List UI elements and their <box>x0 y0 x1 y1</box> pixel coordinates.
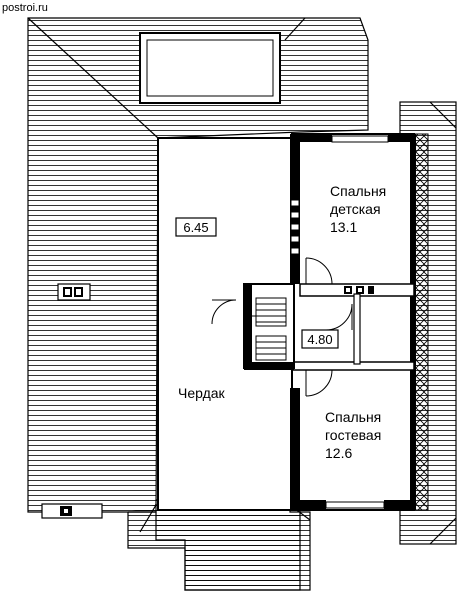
wall-bottom-1 <box>290 500 326 510</box>
wall-left-bedroom-lower <box>290 388 300 510</box>
right-cross-hatch-strip <box>413 133 429 511</box>
window-bottom <box>325 501 385 509</box>
chimney-flue-2 <box>74 287 83 297</box>
hall-area-label: 4.80 <box>307 332 332 347</box>
attic-area-box <box>175 217 217 237</box>
guest-bedroom-name-line1: Спальня <box>325 409 381 425</box>
wall-right <box>410 134 416 510</box>
guest-bedroom-name-line2: гостевая <box>325 427 381 443</box>
wall-mid-lower <box>291 361 415 371</box>
attic-name-label: Чердак <box>178 385 226 401</box>
vent-row <box>344 286 374 294</box>
right-roof-hip-top <box>429 101 457 129</box>
hall-area-box <box>301 329 339 349</box>
door-children-bedroom <box>305 257 333 285</box>
stairs <box>255 297 287 361</box>
chimney-flue-1 <box>63 287 72 297</box>
roof-bottom-tab <box>128 504 301 591</box>
children-bedroom-name-line2: детская <box>330 201 381 217</box>
door-attic <box>211 299 237 325</box>
door-guest-bedroom <box>305 369 333 397</box>
stair-wall-left <box>244 284 252 368</box>
building <box>157 133 416 511</box>
roof-hip-line-right <box>284 17 306 41</box>
left-bottom-tab-vent-inner <box>64 509 68 513</box>
wall-small-room <box>353 293 361 365</box>
stair-wall-bottom <box>244 362 294 370</box>
watermark-text: postroi.ru <box>2 2 48 14</box>
wall-top-1 <box>290 134 332 142</box>
roof-hip-line-left <box>27 17 159 139</box>
guest-bedroom-area-label: 12.6 <box>325 445 352 461</box>
vent-column <box>290 199 300 255</box>
wall-top-2 <box>388 134 414 142</box>
roof-window-inner <box>146 39 274 97</box>
window-top <box>331 135 389 143</box>
roof-hip-line-bottom <box>139 504 157 533</box>
bedrooms-block <box>291 133 415 511</box>
left-bottom-tab <box>41 503 103 519</box>
wall-bottom-2 <box>384 500 414 510</box>
right-roof-hip-bottom <box>429 517 457 545</box>
roof <box>27 17 369 591</box>
children-bedroom-name-line1: Спальня <box>330 183 386 199</box>
attic-area-label: 6.45 <box>183 220 208 235</box>
children-bedroom-area-label: 13.1 <box>330 219 357 235</box>
wall-left-bedroom <box>290 134 300 284</box>
